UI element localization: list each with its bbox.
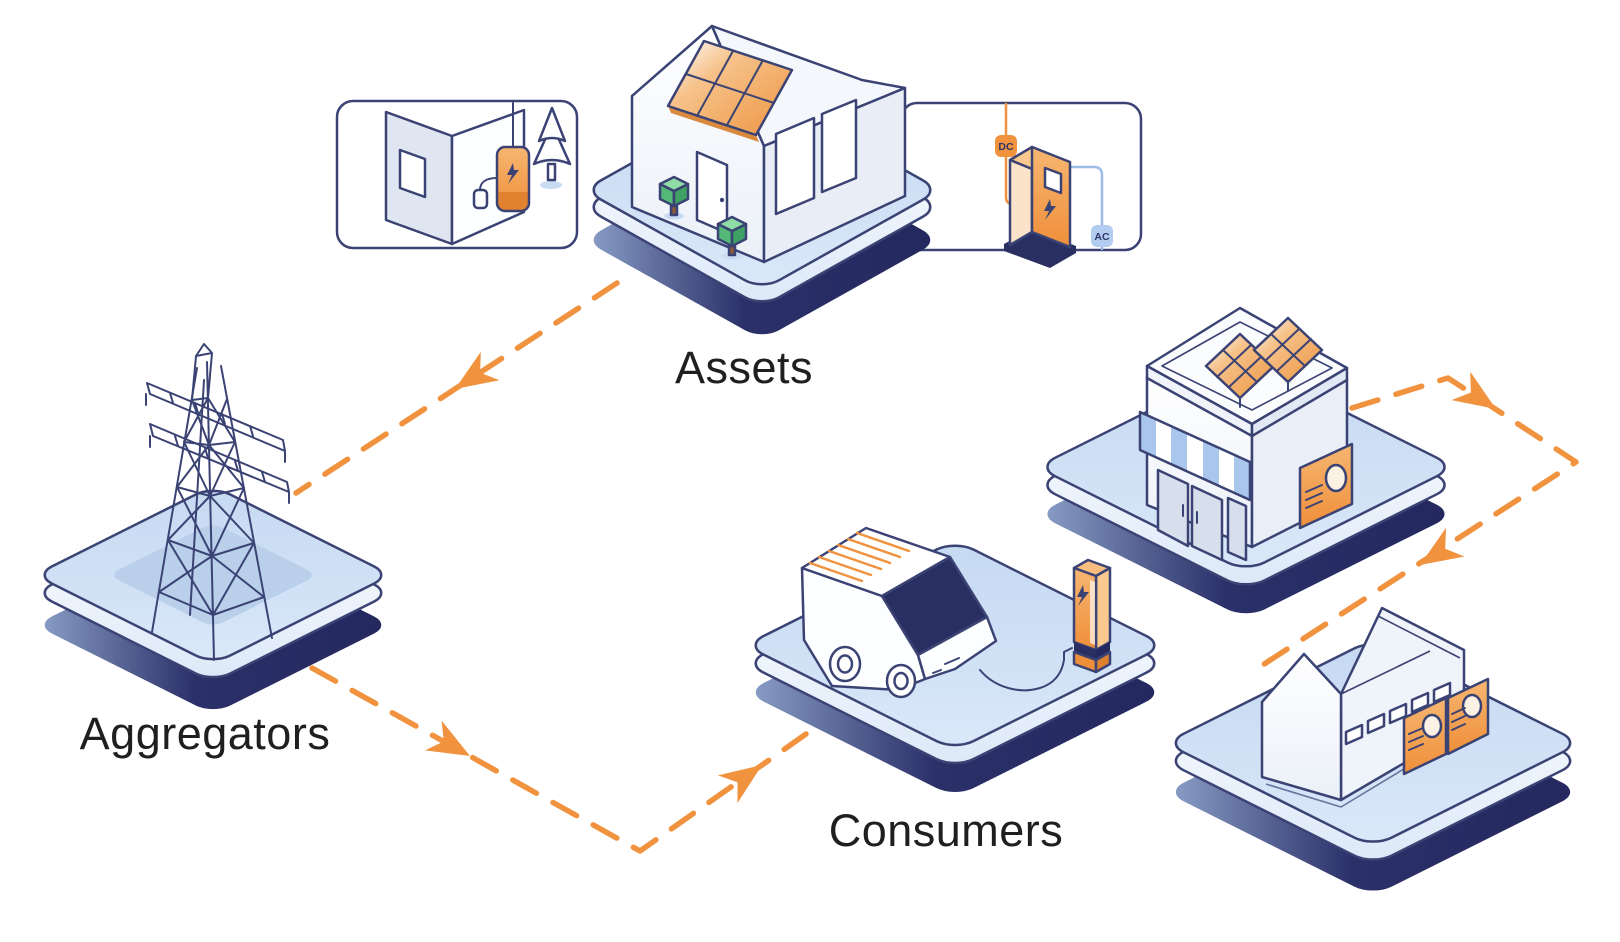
house-window	[774, 116, 816, 216]
arrowhead-icon	[1451, 371, 1496, 409]
house-window	[820, 98, 858, 194]
tree-icon	[532, 106, 572, 189]
wall-charger-icon	[472, 102, 531, 213]
dc-badge-label: DC	[998, 141, 1014, 153]
rooftop-solar-panel-icon	[1204, 316, 1324, 408]
wall-charger-card	[335, 99, 579, 250]
ac-badge-label: AC	[1094, 231, 1110, 243]
car-roof-stripes	[808, 531, 911, 583]
arrowhead-icon	[455, 351, 500, 389]
consumers-node	[745, 526, 1165, 792]
assets-label: Assets	[674, 342, 814, 393]
charging-pillar-icon	[1072, 558, 1112, 674]
car-wheel	[885, 663, 917, 699]
dc-badge: DC	[995, 135, 1017, 157]
solar-shop-icon	[1138, 306, 1354, 562]
rooftop-solar-panel-icon	[666, 39, 794, 142]
aggregators-node	[35, 343, 391, 710]
edge-assets-to-aggregators	[293, 280, 620, 496]
shop-node	[1037, 306, 1456, 614]
arrowhead-icon	[717, 765, 762, 804]
arrowhead-icon	[425, 720, 470, 756]
ev-car-icon	[800, 526, 998, 699]
arrowhead-icon	[1420, 527, 1465, 565]
smart-meter-icon	[1298, 442, 1354, 530]
bush-icon	[716, 215, 748, 260]
smart-meter-icon	[1446, 677, 1490, 756]
factory-windows	[1344, 681, 1452, 746]
inverter-card: DC AC	[899, 101, 1143, 268]
window-opening	[398, 148, 427, 199]
bush-icon	[658, 175, 690, 220]
charging-cable	[979, 647, 1073, 692]
smart-meter-icon	[1402, 696, 1448, 776]
factory-node	[1165, 606, 1581, 891]
shop-doors	[1156, 468, 1248, 562]
factory-icon	[1260, 606, 1490, 808]
inverter-display	[1043, 166, 1063, 195]
consumers-label: Consumers	[828, 805, 1064, 856]
edge-shop-to-factory	[1255, 371, 1579, 671]
transmission-tower-icon	[145, 343, 290, 661]
assets-node	[584, 24, 940, 335]
solar-house-icon	[630, 24, 907, 264]
edge-aggregators-to-consumers	[309, 665, 809, 854]
shop-awning	[1138, 410, 1252, 502]
inverter-icon	[1004, 145, 1076, 268]
ac-badge: AC	[1091, 225, 1113, 247]
aggregators-label: Aggregators	[79, 708, 331, 759]
car-wheel	[828, 645, 862, 683]
